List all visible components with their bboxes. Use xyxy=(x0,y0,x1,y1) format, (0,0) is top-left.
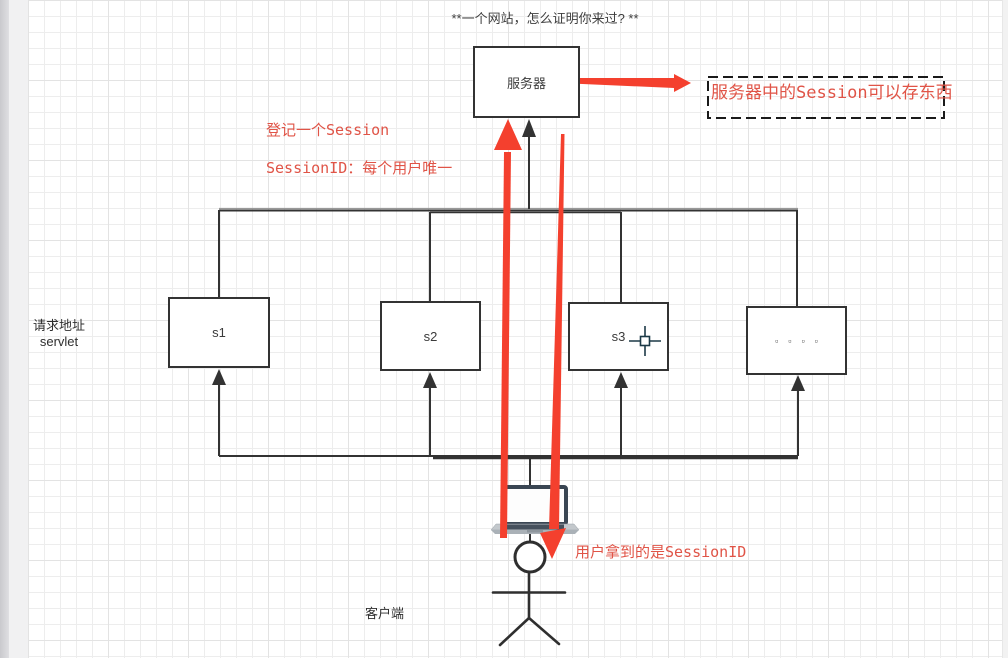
request-address-line2: servlet xyxy=(39,334,79,349)
arrowhead-to-s2 xyxy=(423,372,437,388)
red-arrow-server-to-client[interactable] xyxy=(540,134,566,559)
crosshair-cursor-icon xyxy=(629,326,661,356)
arrowhead-to-server xyxy=(522,119,536,137)
s3-label: s3 xyxy=(611,329,626,344)
note-user-receives[interactable]: 用户拿到的是SessionID xyxy=(575,543,747,561)
note-session-store[interactable]: 服务器中的Session可以存东西 xyxy=(711,83,953,103)
dashed-note-box[interactable] xyxy=(707,76,945,119)
request-address-label[interactable]: 请求地址 servlet xyxy=(18,318,100,350)
left-gutter xyxy=(9,0,28,658)
note-register-session[interactable]: 登记一个Session xyxy=(266,121,390,139)
note-sessionid-unique[interactable]: SessionID：每个用户唯一 xyxy=(266,159,453,177)
right-scrollbar-track[interactable] xyxy=(1002,0,1008,658)
person-icon[interactable] xyxy=(491,540,567,647)
page-title: **一个网站，怎么证明你来过? ** xyxy=(451,11,639,26)
arrowhead-to-s1 xyxy=(212,369,226,385)
left-panel-edge xyxy=(0,0,9,658)
red-arrow-server-to-note[interactable] xyxy=(560,74,691,92)
client-label[interactable]: 客户端 xyxy=(365,606,405,621)
servlet-box-s3[interactable]: s3 xyxy=(568,302,669,371)
servlet-box-s1[interactable]: s1 xyxy=(168,297,270,368)
servlet-box-s2[interactable]: s2 xyxy=(380,301,481,371)
s1-label: s1 xyxy=(212,325,226,340)
server-box-label: 服务器 xyxy=(506,75,546,91)
request-address-line1: 请求地址 xyxy=(32,318,85,333)
ellipsis-label: ▫▫▫▫ xyxy=(775,335,828,346)
red-arrow-client-to-server[interactable] xyxy=(494,119,522,538)
server-box[interactable]: 服务器 xyxy=(473,46,580,118)
arrowhead-to-s3 xyxy=(614,372,628,388)
servlet-box-ellipsis[interactable]: ▫▫▫▫ xyxy=(746,306,847,375)
s2-label: s2 xyxy=(423,328,438,344)
arrowhead-to-dots xyxy=(791,375,805,391)
connector-client-to-boxes[interactable] xyxy=(212,369,805,543)
